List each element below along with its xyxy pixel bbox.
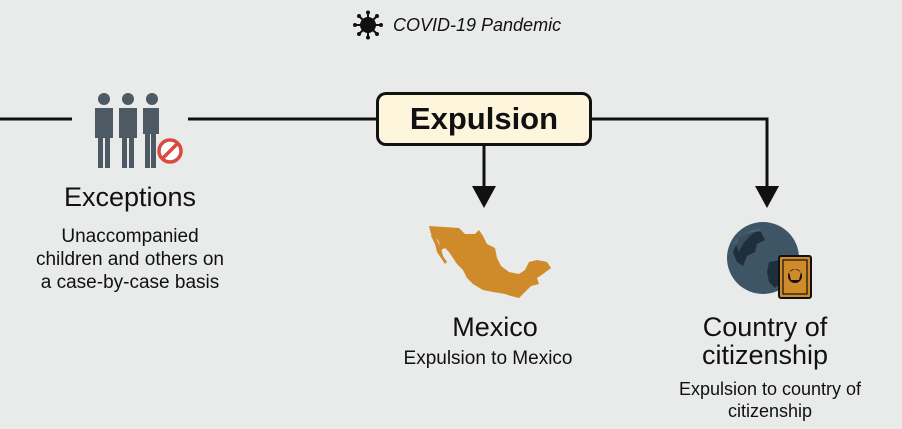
country-title-line: Country of xyxy=(702,312,828,342)
arrow-to-country-line xyxy=(592,117,769,189)
exceptions-description: Unaccompanied children and others on a c… xyxy=(0,226,260,294)
exceptions-title: Exceptions xyxy=(63,182,197,212)
country-description: Expulsion to country of citizenship xyxy=(645,379,895,422)
virus-icon xyxy=(353,10,383,40)
exceptions-description-line: a case-by-case basis xyxy=(40,271,220,293)
exceptions-description-line: children and others on xyxy=(35,248,224,270)
mexico-description: Expulsion to Mexico xyxy=(403,348,573,369)
country-title: Country of citizenship xyxy=(650,313,880,370)
mexico-map-icon xyxy=(429,226,551,298)
country-description-line: citizenship xyxy=(727,400,813,421)
country-title-line: citizenship xyxy=(701,340,829,371)
arrow-to-country-head xyxy=(755,186,779,208)
country-description-line: Expulsion to country of xyxy=(678,379,862,399)
arrow-to-mexico-head xyxy=(472,186,496,208)
header: COVID-19 Pandemic xyxy=(351,10,561,40)
expulsion-node: Expulsion xyxy=(376,92,592,146)
people-prohibited-icon xyxy=(95,93,183,168)
expulsion-label: Expulsion xyxy=(409,101,559,136)
mexico-title: Mexico xyxy=(452,312,538,342)
header-title: COVID-19 Pandemic xyxy=(393,14,562,35)
exceptions-description-line: Unaccompanied xyxy=(61,226,199,247)
globe-passport-icon xyxy=(727,222,812,299)
